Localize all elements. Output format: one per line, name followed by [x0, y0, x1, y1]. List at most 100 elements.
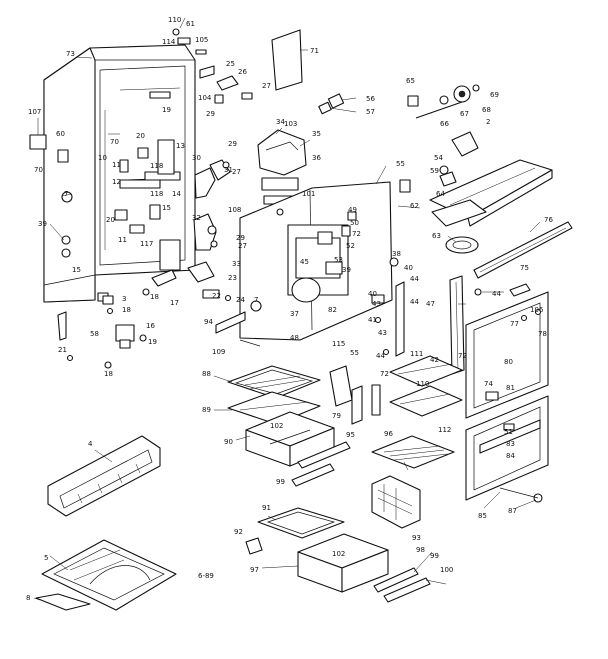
callout-35: 35: [312, 130, 321, 138]
upper-door-panel-80: [465, 291, 549, 419]
callout-13: 13: [176, 142, 185, 150]
callout-118b: 118: [150, 190, 163, 198]
callout-51: 51: [504, 428, 513, 436]
hinge-bar-43: [371, 257, 405, 357]
mullion-47: [449, 275, 482, 375]
callout-102: 102: [270, 422, 283, 430]
callout-114: 114: [162, 38, 176, 46]
callout-110: 110: [168, 16, 181, 24]
small-clip-75: [509, 283, 531, 297]
cabinet-shell: [43, 44, 196, 303]
callout-18b: 18: [122, 306, 131, 314]
callout-92: 92: [234, 528, 243, 536]
callout-33: 33: [232, 260, 241, 268]
base-pan-5: [41, 539, 177, 611]
callout-73: 73: [66, 50, 75, 58]
callout-117: 117: [140, 240, 153, 248]
callout-20b: 20: [106, 216, 115, 224]
callout-44d: 44: [410, 298, 419, 306]
callout-60: 60: [56, 130, 65, 138]
callout-43: 43: [372, 300, 381, 308]
callout-39: 39: [38, 220, 47, 228]
callout-91: 91: [262, 504, 271, 512]
callout-64: 64: [436, 190, 445, 198]
callout-108: 108: [228, 206, 241, 214]
rail-99-upper: [291, 463, 335, 487]
fan-ring-63: [445, 236, 479, 254]
callout-106: 106: [530, 306, 544, 314]
callout-76: 76: [544, 216, 553, 224]
callout-102b: 102: [332, 550, 345, 558]
cabinet-internal-parts: [29, 91, 181, 302]
callout-44: 44: [376, 352, 385, 360]
control-assembly-58: [57, 311, 147, 369]
callout-87: 87: [508, 507, 517, 515]
callout-40: 40: [368, 290, 377, 298]
callout-101: 101: [302, 190, 315, 198]
callout-17: 17: [170, 299, 179, 307]
callout-7: 7: [64, 190, 68, 198]
callout-94: 94: [204, 318, 213, 326]
callout-99: 99: [276, 478, 285, 486]
callout-42: 42: [430, 356, 439, 364]
callout-72c: 72: [380, 370, 389, 378]
callout-96: 96: [384, 430, 393, 438]
callout-55: 55: [396, 160, 405, 168]
callout-26: 26: [238, 68, 247, 76]
callout-29c: 29: [236, 234, 245, 242]
air-duct-62: [429, 159, 553, 227]
callout-107: 107: [28, 108, 41, 116]
callout-8: 8: [26, 594, 30, 602]
shelf-110: [389, 355, 463, 387]
callout-104: 104: [198, 94, 212, 102]
callout-115: 115: [332, 340, 345, 348]
callout-37: 37: [290, 310, 299, 318]
callout-10: 10: [98, 154, 107, 162]
callout-47: 47: [426, 300, 435, 308]
grille-4: [47, 435, 161, 517]
callout-58: 58: [90, 330, 99, 338]
callout-82: 82: [328, 306, 337, 314]
tray-91: [257, 507, 345, 539]
callout-89: 89: [202, 406, 211, 414]
center-hinge-brackets: [187, 159, 232, 302]
callout-103: 103: [284, 120, 297, 128]
callout-30: 30: [192, 154, 201, 162]
callout-84: 84: [506, 452, 515, 460]
callout-95: 95: [346, 431, 355, 439]
callout-112: 112: [438, 426, 451, 434]
callout-15: 15: [162, 204, 171, 212]
callout-7b: 7: [254, 296, 258, 304]
callout-66: 66: [440, 120, 449, 128]
callout-55b: 55: [350, 349, 359, 357]
bracket-92: [245, 537, 263, 555]
callout-11: 11: [112, 161, 121, 169]
callout-16: 16: [146, 322, 155, 330]
callout-71: 71: [310, 47, 319, 55]
door-bracket-79: [329, 365, 381, 425]
callout-70b: 70: [34, 166, 43, 174]
callout-11b: 11: [118, 236, 127, 244]
ice-bin-93: [371, 475, 421, 529]
callout-25: 25: [226, 60, 235, 68]
meat-pan-97: [297, 533, 389, 593]
callout-34: 34: [276, 118, 285, 126]
callout-32: 32: [192, 214, 201, 222]
shelf-112: [389, 385, 463, 417]
callout-52: 52: [346, 242, 355, 250]
freezer-liner: [239, 181, 393, 341]
callout-39b: 39: [342, 266, 351, 274]
lower-door-panel-84: [465, 395, 549, 501]
callout-27c: 27: [238, 242, 247, 250]
callout-57: 57: [366, 108, 375, 116]
callout-105: 105: [195, 36, 208, 44]
callout-93: 93: [412, 534, 421, 542]
callout-69: 69: [490, 91, 499, 99]
base-strip-8: [35, 593, 91, 611]
light-socket-56: [318, 93, 345, 115]
callout-3: 3: [122, 295, 126, 303]
top-hinge-hardware: [172, 17, 207, 55]
rails-98-99-100: [373, 567, 431, 603]
callout-110b: 110: [416, 380, 429, 388]
callout-53: 53: [334, 256, 343, 264]
